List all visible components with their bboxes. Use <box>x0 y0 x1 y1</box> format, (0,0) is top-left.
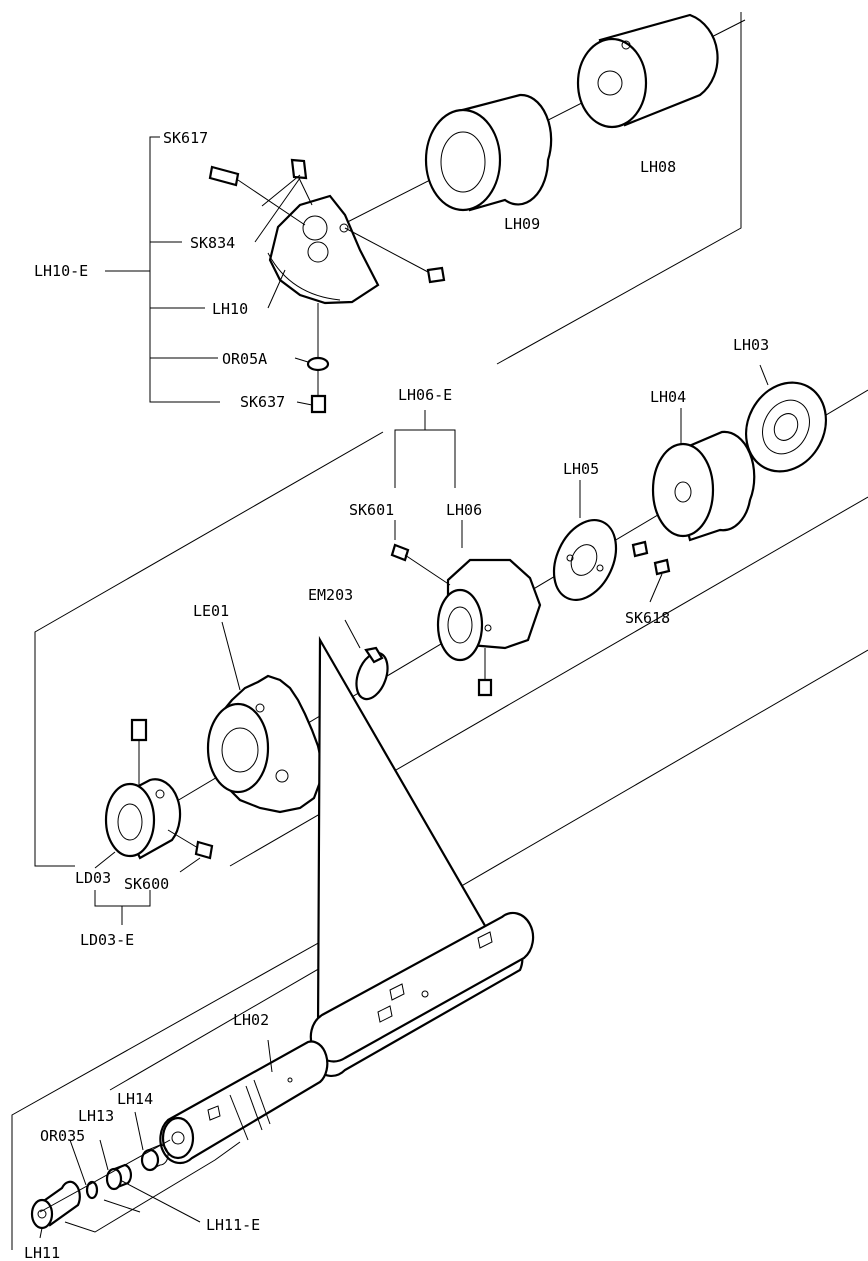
label-lh10-e: LH10-E <box>34 262 88 280</box>
label-lh02: LH02 <box>233 1011 269 1029</box>
part-or035 <box>69 1139 99 1200</box>
label-lh03: LH03 <box>733 336 769 354</box>
bracket-lh11-e <box>64 1141 241 1233</box>
label-lh06: LH06 <box>446 501 482 519</box>
label-lh04: LH04 <box>650 388 686 406</box>
label-lh09: LH09 <box>504 215 540 233</box>
part-labels: SK617 SK834 LH10-E LH10 OR05A SK637 LH09… <box>24 129 769 1261</box>
screw-lh06-bottom <box>477 648 493 697</box>
label-sk601: SK601 <box>349 501 394 519</box>
bottom-axis <box>39 1139 171 1213</box>
label-sk637: SK637 <box>240 393 285 411</box>
frame-middle <box>34 431 384 867</box>
part-em203 <box>344 619 389 701</box>
screw-sk834 <box>261 158 313 207</box>
screws-sk618 <box>631 540 671 603</box>
frame-bottom-diagonal <box>109 649 868 1091</box>
screw-ld03-top <box>130 718 148 785</box>
label-ld03-e: LD03-E <box>80 931 134 949</box>
label-lh10: LH10 <box>212 300 248 318</box>
bracket-lh06-e <box>394 410 456 488</box>
label-sk600: SK600 <box>124 875 169 893</box>
part-lh02-shaft-segment-left <box>159 1040 329 1165</box>
middle-assembly <box>94 364 868 925</box>
screw-sk637 <box>310 370 327 414</box>
label-lh14: LH14 <box>117 1090 153 1108</box>
part-le01 <box>206 621 324 814</box>
label-sk617: SK617 <box>163 129 208 147</box>
part-lh09 <box>424 93 553 212</box>
label-or035: OR035 <box>40 1127 85 1145</box>
part-ld03 <box>94 778 182 869</box>
bottom-shaft-group <box>30 911 535 1239</box>
label-sk834: SK834 <box>190 234 235 252</box>
label-le01: LE01 <box>193 602 229 620</box>
part-lh08 <box>576 13 719 129</box>
part-lh11 <box>30 1180 81 1239</box>
label-ld03: LD03 <box>75 869 111 887</box>
part-lh14 <box>134 1111 169 1172</box>
label-em203: EM203 <box>308 586 353 604</box>
part-lh03 <box>744 364 828 473</box>
label-sk618: SK618 <box>625 609 670 627</box>
label-lh05: LH05 <box>563 460 599 478</box>
screw-sk600 <box>167 829 214 873</box>
frame-top <box>496 12 742 365</box>
frame-bottom <box>11 913 371 1250</box>
label-lh08: LH08 <box>640 158 676 176</box>
bracket-ld03-e <box>94 890 151 925</box>
part-lh10 <box>267 194 380 305</box>
part-lh05 <box>552 480 618 601</box>
part-lh02-shaft-segment-right <box>309 911 535 1063</box>
part-lh04 <box>651 408 756 542</box>
label-lh11-e: LH11-E <box>206 1216 260 1234</box>
label-or05a: OR05A <box>222 350 267 368</box>
part-lh13 <box>99 1139 132 1191</box>
screw-sk617 <box>208 165 306 226</box>
bracket-lh10-e <box>105 136 313 406</box>
label-lh06-e: LH06-E <box>398 386 452 404</box>
part-lh06 <box>436 520 542 662</box>
top-assembly <box>208 13 746 414</box>
label-lh11: LH11 <box>24 1244 60 1261</box>
oring-or05a <box>306 303 330 372</box>
label-lh13: LH13 <box>78 1107 114 1125</box>
screw-side <box>344 227 446 284</box>
screw-sk601 <box>390 520 451 586</box>
